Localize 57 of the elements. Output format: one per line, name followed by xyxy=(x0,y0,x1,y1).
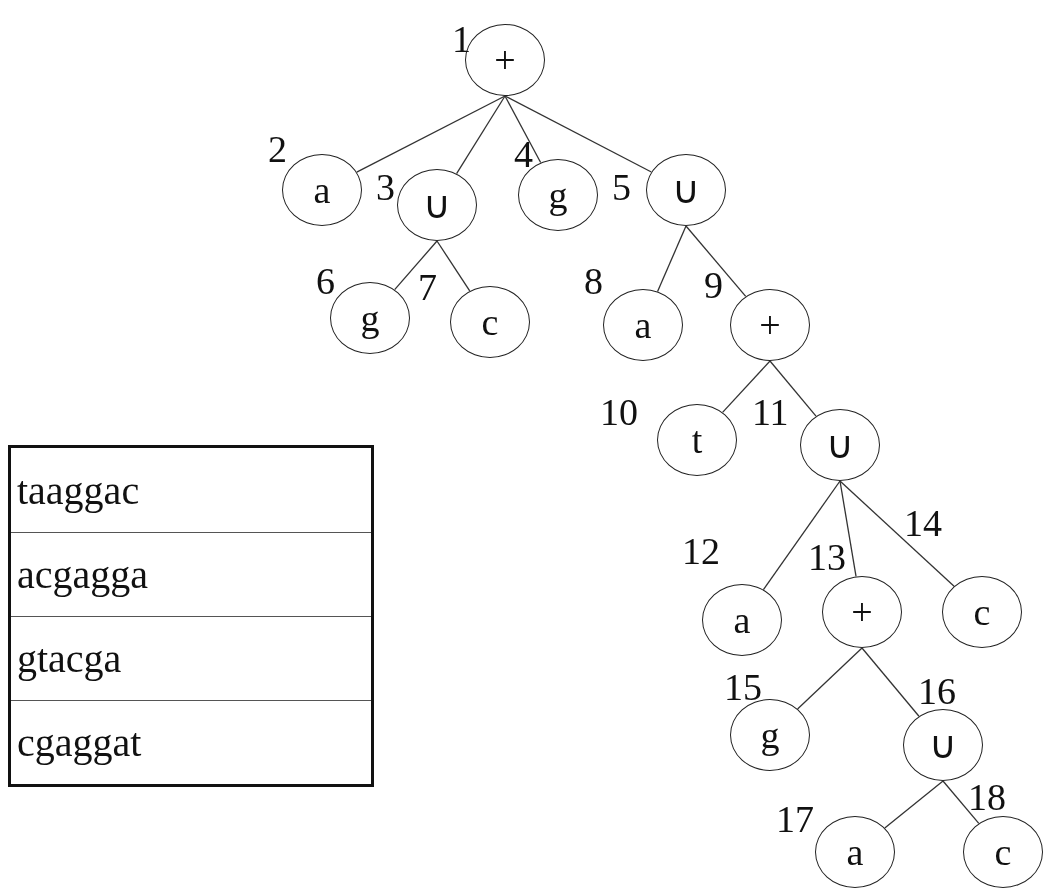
node-symbol: a xyxy=(634,306,652,344)
tree-edge xyxy=(504,95,542,164)
tree-edge xyxy=(436,240,471,292)
tree-edge xyxy=(839,480,955,587)
node-symbol: t xyxy=(691,421,703,459)
node-symbol: c xyxy=(481,303,499,341)
table-cell-text: taaggac xyxy=(16,466,141,515)
tree-edge xyxy=(769,360,817,417)
tree-edge xyxy=(394,240,438,291)
node-number: 5 xyxy=(612,168,631,206)
node-symbol: ∪ xyxy=(672,171,700,209)
node-symbol: g xyxy=(548,176,568,214)
node-symbol: c xyxy=(973,593,991,631)
node-number: 4 xyxy=(514,135,533,173)
node-symbol: ∪ xyxy=(423,186,451,224)
node-number: 18 xyxy=(968,778,1006,816)
node-number: 7 xyxy=(418,268,437,306)
node-symbol: + xyxy=(759,306,781,344)
node-symbol: a xyxy=(313,171,331,209)
node-number: 3 xyxy=(376,168,395,206)
node-number: 14 xyxy=(904,504,942,542)
node-symbol: a xyxy=(733,601,751,639)
table-cell: cgaggat xyxy=(11,700,371,784)
tree-edge xyxy=(762,480,841,591)
node-number: 1 xyxy=(452,20,471,58)
node-symbol: g xyxy=(360,299,380,337)
node-number: 12 xyxy=(682,532,720,570)
node-number: 15 xyxy=(724,668,762,706)
node-symbol: c xyxy=(994,833,1012,871)
node-number: 9 xyxy=(704,266,723,304)
table-cell: acgagga xyxy=(11,532,371,616)
tree-edge xyxy=(656,225,687,293)
tree-edge xyxy=(861,647,920,717)
tree-edge xyxy=(942,780,980,824)
tree-edge xyxy=(685,225,747,298)
node-symbol: g xyxy=(760,716,780,754)
node-number: 17 xyxy=(776,800,814,838)
tree-edge xyxy=(884,780,944,829)
tree-edge xyxy=(356,95,506,173)
node-number: 2 xyxy=(268,130,287,168)
node-number: 10 xyxy=(600,393,638,431)
tree-edge xyxy=(796,647,863,710)
node-symbol: + xyxy=(851,593,873,631)
node-symbol: ∪ xyxy=(929,726,957,764)
node-symbol: + xyxy=(494,41,516,79)
tree-edge xyxy=(721,360,771,413)
node-number: 11 xyxy=(752,393,789,431)
node-symbol: ∪ xyxy=(826,426,854,464)
tree-edge xyxy=(839,480,857,578)
node-number: 6 xyxy=(316,262,335,300)
table-cell: gtacga xyxy=(11,616,371,700)
node-number: 8 xyxy=(584,262,603,300)
tree-edge xyxy=(504,95,652,173)
node-symbol: a xyxy=(846,833,864,871)
node-number: 16 xyxy=(918,672,956,710)
node-number: 13 xyxy=(808,538,846,576)
tree-edge xyxy=(455,95,506,175)
